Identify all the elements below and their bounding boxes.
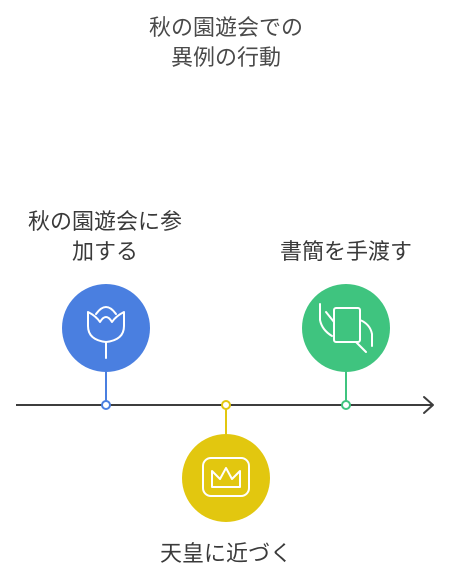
event-label-2: 天皇に近づく [126,540,326,570]
event-label-1: 秋の園遊会に参 加する [10,208,200,268]
crown-icon [202,457,250,497]
title-line-2: 異例の行動 [170,46,281,71]
event-label-1-line-1: 秋の園遊会に参 [27,210,182,235]
event-label-3-line-1: 書簡を手渡す [279,240,412,265]
event-3-dot [341,400,351,410]
event-label-3: 書簡を手渡す [256,238,436,268]
event-label-1-line-2: 加する [71,240,138,265]
event-label-2-line-1: 天皇に近づく [159,542,292,567]
timeline-arrow-head [423,396,434,414]
event-1-circle [62,284,150,372]
event-3-circle [302,284,390,372]
rose-icon [87,306,125,359]
event-2-circle [182,434,270,522]
hand-letter-icon [319,303,373,353]
diagram-title: 秋の園遊会での 異例の行動 [0,14,452,74]
event-2-dot [221,400,231,410]
event-1-dot [101,400,111,410]
title-line-1: 秋の園遊会での [148,16,303,41]
